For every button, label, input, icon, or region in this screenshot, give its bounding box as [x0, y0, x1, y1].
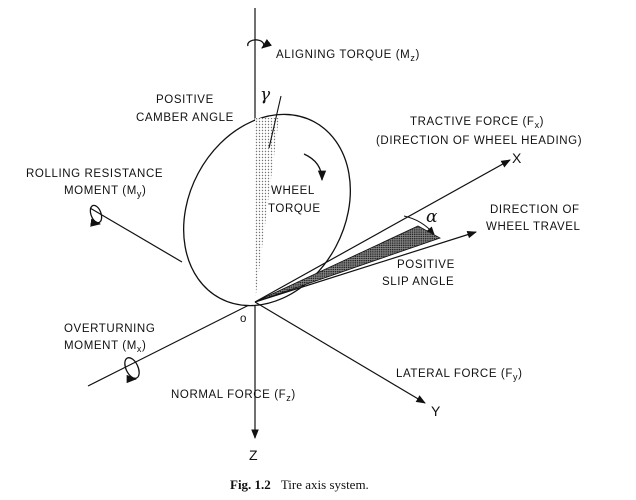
wheel-heading-label: (DIRECTION OF WHEEL HEADING) — [376, 135, 582, 147]
wheel-plane-shading — [255, 118, 279, 302]
y-axis-label: Y — [431, 403, 441, 419]
overturning-label: OVERTURNING — [64, 323, 155, 335]
wheel-torque-arrow — [303, 153, 327, 182]
travel-direction-line — [254, 230, 477, 303]
positive-slip-label: POSITIVE — [397, 259, 455, 271]
y-axis — [254, 301, 426, 404]
slip-angle-arc — [403, 215, 435, 235]
y-wheel-spin-axis — [89, 207, 183, 263]
camber-line — [268, 95, 282, 149]
x-axis — [254, 159, 511, 303]
camber-symbol: γ — [260, 85, 271, 105]
wheel-label: WHEEL — [271, 185, 315, 197]
x-axis-label: X — [512, 150, 522, 166]
direction-of-label: DIRECTION OF — [490, 204, 580, 216]
tractive-force-label: TRACTIVE FORCE (Fx) — [410, 116, 544, 130]
wheel-travel-label: WHEEL TRAVEL — [486, 221, 581, 233]
x-axis-rear — [87, 301, 256, 387]
rolling-moment-rotation-icon — [89, 204, 103, 227]
z-axis-label: Z — [249, 447, 258, 463]
torque-label: TORQUE — [268, 203, 321, 215]
aligning-torque-rotation-icon — [247, 38, 272, 49]
slip-angle-label: SLIP ANGLE — [382, 276, 454, 288]
lateral-force-label: LATERAL FORCE (Fy) — [396, 368, 523, 382]
overturning-moment-rotation-icon — [124, 357, 140, 384]
normal-force-label: NORMAL FORCE (Fz) — [171, 389, 296, 403]
origin-label: o — [240, 313, 247, 325]
slip-angle-symbol: α — [426, 207, 438, 227]
positive-camber-label-line1: POSITIVE — [156, 94, 214, 106]
moment-y-label: MOMENT (My) — [64, 185, 146, 199]
rolling-resistance-label: ROLLING RESISTANCE — [26, 168, 163, 180]
aligning-torque-label: ALIGNING TORQUE (Mz) — [276, 49, 420, 63]
camber-angle-label: CAMBER ANGLE — [136, 112, 234, 124]
moment-x-label: MOMENT (Mx) — [64, 340, 146, 354]
